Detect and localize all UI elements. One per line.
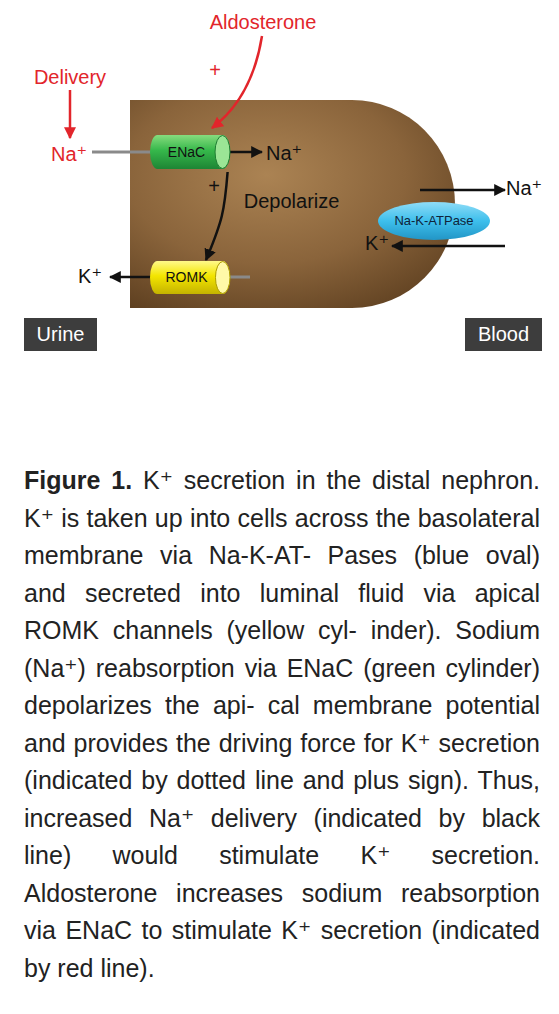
hormone-label: Aldosterone — [210, 11, 317, 34]
ion-label: Na⁺ — [266, 141, 302, 165]
depolarize-arrow — [206, 172, 228, 260]
plus-sign: + — [209, 59, 221, 82]
figure-caption: Figure 1. K⁺ secretion in the distal nep… — [24, 462, 540, 987]
ion-label: Na⁺ — [51, 142, 87, 166]
delivery-label: Delivery — [34, 66, 106, 89]
cylinder-body — [150, 261, 230, 294]
pump-potassium-arrow — [392, 245, 505, 248]
delivery-arrow — [69, 90, 72, 138]
edge-label: Depolarize — [244, 190, 340, 213]
plus-sign: + — [208, 175, 220, 198]
pump-sodium-arrow — [420, 189, 505, 192]
oval-body — [378, 202, 490, 240]
node-label: Blood — [478, 323, 529, 346]
side-label-box: Blood — [465, 318, 542, 351]
ion-label: K⁺ — [365, 231, 389, 255]
node-label: Na-K-ATPase — [394, 214, 473, 229]
epithelial-cell — [130, 100, 455, 308]
ion-label: K⁺ — [78, 264, 102, 288]
channel-cylinder: ROMK — [150, 261, 230, 294]
cylinder-face — [215, 136, 230, 169]
cylinder-body — [150, 135, 230, 169]
caption-lead: Figure 1. — [24, 466, 132, 494]
aldosterone-arrow — [212, 36, 262, 128]
sodium-path-line — [92, 151, 160, 154]
node-label: ROMK — [166, 269, 208, 285]
pump-oval: Na-K-ATPase — [378, 202, 490, 240]
ion-label: Na⁺ — [506, 176, 542, 200]
node-label: ENaC — [168, 144, 205, 160]
sodium-arrow — [226, 151, 262, 154]
side-label-box: Urine — [24, 318, 97, 351]
node-label: Urine — [37, 323, 85, 346]
potassium-arrow — [110, 276, 155, 279]
cylinder-face — [215, 262, 230, 294]
channel-cylinder: ENaC — [150, 135, 230, 169]
